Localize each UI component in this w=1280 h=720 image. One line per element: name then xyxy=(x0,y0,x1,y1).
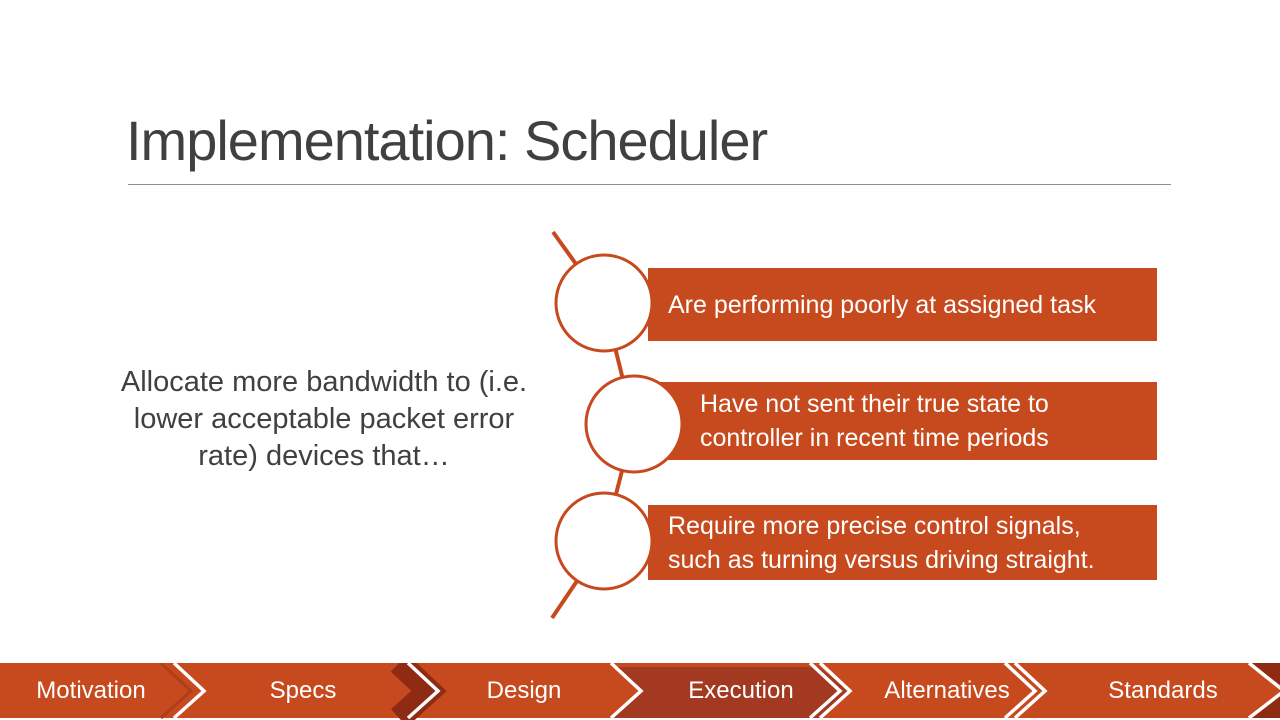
chevron-separator-5b xyxy=(1013,663,1048,720)
lead-text-line: Allocate more bandwidth to (i.e. xyxy=(120,366,528,398)
nav-active-segment-shape xyxy=(613,667,849,718)
nav-step-specs[interactable]: Specs xyxy=(269,677,337,704)
chevron-separator-5a xyxy=(1003,663,1038,720)
banner-text-line: Are performing poorly at assigned task xyxy=(668,290,1096,319)
chevron-separator-4b xyxy=(818,663,853,720)
nav-step-design[interactable]: Design xyxy=(486,677,562,704)
banner-text-line: Require more precise control signals, xyxy=(668,511,1081,540)
banner-text-line: controller in recent time periods xyxy=(700,424,1049,452)
chevron-separator-2 xyxy=(406,663,441,720)
chevron-separator-1 xyxy=(172,663,207,720)
banner-text-line: Have not sent their true state to xyxy=(700,390,1049,418)
diagram-banner-3: Require more precise control signals, su… xyxy=(648,505,1157,580)
node-circle-3 xyxy=(554,491,654,591)
chevron-separator-6 xyxy=(1247,663,1280,720)
title-underline xyxy=(128,184,1171,185)
nav-end-cap-shape xyxy=(1252,663,1280,718)
nav-chevron-graphic xyxy=(0,663,1280,720)
lead-text-line: rate) devices that… xyxy=(198,440,450,472)
chevron-separator-4a xyxy=(808,663,843,720)
slide-title: Implementation: Scheduler xyxy=(126,109,768,172)
lead-text-line: lower acceptable packet error xyxy=(133,403,515,435)
chevron-separator-2-maroon xyxy=(390,663,447,720)
nav-step-standards[interactable]: Standards xyxy=(1108,677,1218,704)
diagram-banner-1: Are performing poorly at assigned task xyxy=(648,268,1157,341)
diagram-banner-2: Have not sent their true state to contro… xyxy=(648,382,1157,460)
nav-step-execution[interactable]: Execution xyxy=(688,677,794,704)
lead-text: Allocate more bandwidth to (i.e. lower a… xyxy=(88,364,560,475)
connector-zigzag-line xyxy=(550,230,637,620)
chevron-separator-shadow-1 xyxy=(159,663,194,720)
nav-step-alternatives[interactable]: Alternatives xyxy=(884,677,1010,704)
nav-step-motivation[interactable]: Motivation xyxy=(36,677,146,704)
chevron-separator-3 xyxy=(609,663,644,720)
section-nav-bar: Motivation Specs Design Execution Altern… xyxy=(0,663,1280,720)
banner-text-line: such as turning versus driving straight. xyxy=(668,545,1095,574)
node-circle-1 xyxy=(554,253,654,353)
